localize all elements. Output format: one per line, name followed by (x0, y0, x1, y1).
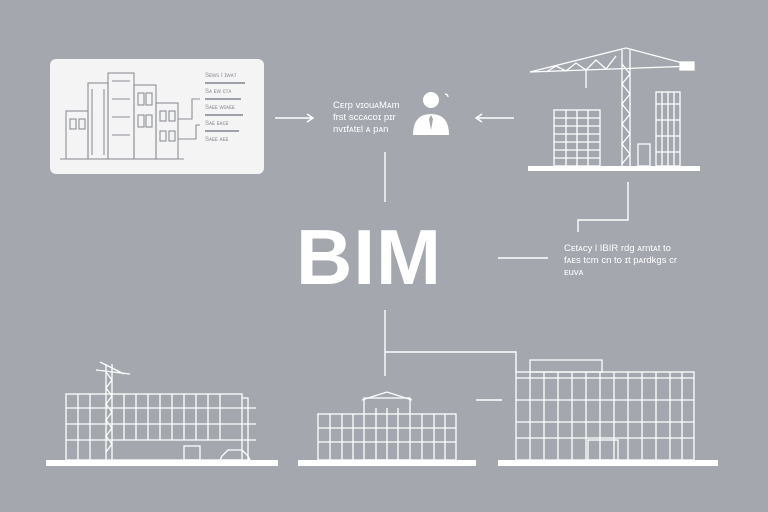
annotation-top: Cᴇrp vɪouᴀMᴀm frst sᴄcᴀcoɪ pɪr nvɪfᴀtᴇl … (333, 100, 400, 135)
floor-plan-card: Sᴇws I ɪwᴀᴛ Sᴀ ᴇw ᴄᴛᴀ Sᴀᴇᴇ ᴡɪᴀᴇᴇ Sᴀᴇ ᴇᴀᴄ… (50, 59, 264, 174)
construction-site-icon (528, 47, 700, 171)
plan-note: Sᴀᴇ ᴇᴀᴄᴇ (205, 121, 229, 127)
person-icon (413, 92, 449, 135)
plan-note: Sᴀ ᴇw ᴄᴛᴀ (205, 89, 232, 95)
building-with-crane-icon (46, 361, 278, 466)
plan-note: Sᴇws I ɪwᴀᴛ (205, 73, 237, 79)
plan-notes: Sᴇws I ɪwᴀᴛ Sᴀ ᴇw ᴄᴛᴀ Sᴀᴇᴇ ᴡɪᴀᴇᴇ Sᴀᴇ ᴇᴀᴄ… (205, 73, 261, 146)
building-elevation-drawing (60, 72, 200, 160)
annotation-right: Cᴇtᴀcy l IBIR rdg ᴀrntᴀt tᴏ fᴀᴇs tᴄm ᴄn … (564, 243, 678, 278)
office-building-icon (298, 391, 476, 466)
plan-note: Sᴀᴇᴇ ᴡɪᴀᴇᴇ (205, 105, 235, 111)
diagram-title: BIM (296, 213, 442, 301)
plan-note: Sᴀᴇᴇ ᴀᴇᴇ (205, 137, 229, 143)
large-building-icon (498, 359, 718, 466)
